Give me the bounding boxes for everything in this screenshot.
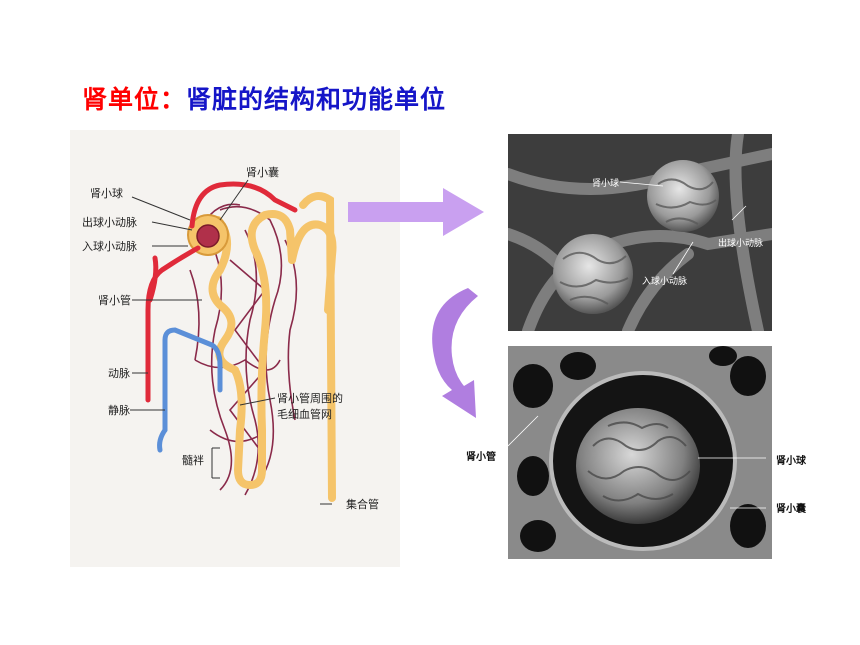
ball-texture xyxy=(559,178,717,305)
sem-top-illustration: 肾小球 出球小动脉 入球小动脉 xyxy=(502,128,778,337)
label-capillary-1: 肾小管周围的 xyxy=(277,391,343,405)
sem-top-label-glomerulus: 肾小球 xyxy=(592,177,619,189)
sem-top-label-afferent: 入球小动脉 xyxy=(642,275,687,287)
vein-vessel xyxy=(157,327,223,453)
tissue-holes xyxy=(513,346,766,552)
sem-bottom-label-tubule: 肾小管 xyxy=(466,452,496,463)
curved-arrow-icon xyxy=(432,288,478,418)
label-capsule: 肾小囊 xyxy=(246,165,279,179)
label-efferent: 出球小动脉 xyxy=(82,215,137,229)
cluster-texture xyxy=(587,421,691,502)
sem-top-labels: 肾小球 出球小动脉 入球小动脉 xyxy=(592,177,763,287)
sem-glomerulus-image: 肾小球 出球小动脉 入球小动脉 xyxy=(502,128,778,337)
right-arrow-icon xyxy=(348,188,484,236)
sem-bottom-label-glomerulus: 肾小球 xyxy=(776,456,806,467)
label-capillary-2: 毛细血管网 xyxy=(277,407,332,421)
title-term: 肾单位： xyxy=(82,85,187,114)
nephron-diagram: 肾小球 肾小囊 出球小动脉 入球小动脉 肾小管 动脉 静脉 肾小管周围的 毛细血… xyxy=(70,130,400,567)
label-loop: 髓袢 xyxy=(182,454,204,467)
label-afferent: 入球小动脉 xyxy=(82,239,137,253)
capsule-wall xyxy=(549,371,737,551)
slide-title: 肾单位：肾脏的结构和功能单位 xyxy=(82,80,446,116)
sem-top-leaders xyxy=(619,181,747,275)
sem-bottom-illustration xyxy=(507,346,772,559)
label-glomerulus: 肾小球 xyxy=(90,186,123,200)
sem-bottom-leaders xyxy=(507,415,766,509)
sem-nephron-section-image xyxy=(507,346,772,559)
glomerulus-shape xyxy=(196,224,220,248)
glomerulus-ball-2 xyxy=(553,234,633,314)
label-vein: 静脉 xyxy=(108,403,130,417)
nephron-illustration: 肾小球 肾小囊 出球小动脉 入球小动脉 肾小管 动脉 静脉 肾小管周围的 毛细血… xyxy=(82,165,379,511)
title-definition: 肾脏的结构和功能单位 xyxy=(186,85,447,114)
sem-bottom-label-capsule: 肾小囊 xyxy=(776,504,806,515)
label-artery: 动脉 xyxy=(108,366,130,380)
glomerulus-ball-1 xyxy=(647,160,719,232)
leader-lines xyxy=(130,179,332,505)
label-tubule: 肾小管 xyxy=(98,293,131,307)
label-collecting: 集合管 xyxy=(346,497,379,511)
sem-top-label-efferent: 出球小动脉 xyxy=(718,237,763,249)
diagram-labels: 肾小球 肾小囊 出球小动脉 入球小动脉 肾小管 动脉 静脉 肾小管周围的 毛细血… xyxy=(82,165,379,511)
